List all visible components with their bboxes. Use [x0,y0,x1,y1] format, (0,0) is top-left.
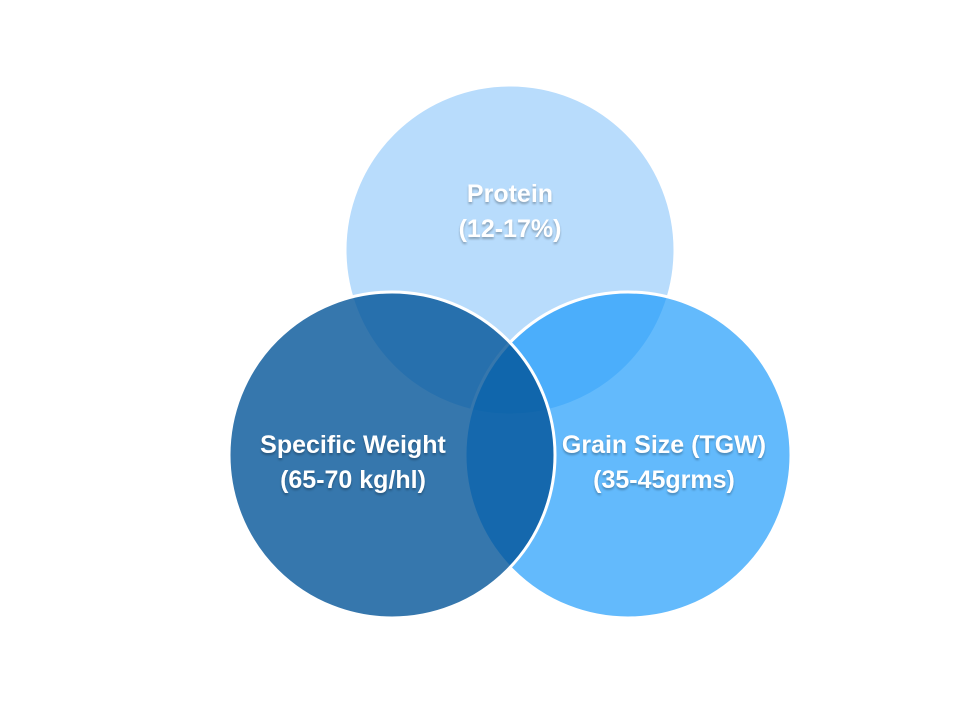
venn-circle-specific-weight [227,290,557,620]
venn-label-protein: Protein (12-17%) [459,177,562,247]
venn-set-range: (35-45grms) [593,466,735,494]
venn-set-title: Protein [466,180,554,208]
venn-set-title: Specific Weight [260,431,446,459]
venn-label-grain-size: Grain Size (TGW) (35-45grms) [562,428,766,498]
venn-label-specific-weight: Specific Weight (65-70 kg/hl) [260,428,446,498]
venn-set-range: (12-17%) [458,215,562,243]
venn-set-range: (65-70 kg/hl) [280,466,426,494]
venn-set-title: Grain Size (TGW) [561,431,767,459]
